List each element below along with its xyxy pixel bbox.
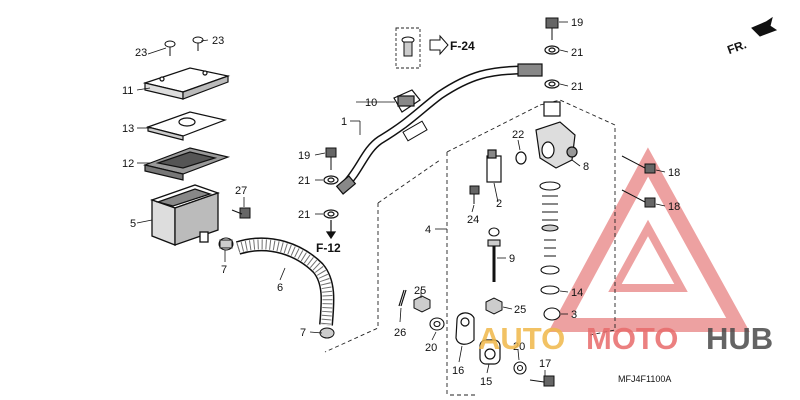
watermark-word-hub: HUB <box>706 321 773 356</box>
callout-3: 3 <box>571 309 577 321</box>
brake-hose <box>341 65 526 189</box>
washer-21-left-bottom <box>323 209 339 219</box>
bolt-18-top <box>621 155 656 174</box>
bolt-17 <box>529 375 555 387</box>
reservoir-cap <box>142 67 231 100</box>
washer-20-left <box>429 317 445 331</box>
reservoir-hose <box>235 237 335 326</box>
reservoir-body <box>150 184 220 246</box>
callout-23-right: 23 <box>212 35 224 47</box>
banjo-fitting-left <box>335 175 357 195</box>
callout-22: 22 <box>512 129 524 141</box>
callout-4: 4 <box>425 224 431 236</box>
screw-23-left <box>164 40 176 56</box>
watermark-word-auto: AUTO <box>478 321 565 356</box>
callout-26: 26 <box>394 327 406 339</box>
callout-7-top: 7 <box>221 264 227 276</box>
callout-16: 16 <box>452 365 464 377</box>
boot-14 <box>540 285 560 295</box>
callout-6: 6 <box>277 282 283 294</box>
screw-23-right <box>192 36 204 51</box>
bolt-18-bottom <box>621 189 656 208</box>
callout-5: 5 <box>130 218 136 230</box>
callout-9: 9 <box>509 253 515 265</box>
callout-20-right: 20 <box>513 341 525 353</box>
screw-24 <box>469 185 480 204</box>
callout-13: 13 <box>122 123 134 135</box>
reservoir-diaphragm <box>142 147 231 181</box>
assembly-outline <box>324 27 616 396</box>
clevis-16 <box>455 312 475 345</box>
clevis-15 <box>479 339 501 365</box>
hose-sleeve <box>402 120 428 142</box>
ref-f24: F-24 <box>450 39 475 53</box>
f24-screw <box>401 36 415 57</box>
nut-25-right <box>485 297 503 315</box>
callout-10: 10 <box>365 97 377 109</box>
callout-19-left: 19 <box>298 150 310 162</box>
watermark-word-moto: MOTO <box>586 321 678 356</box>
joint-2 <box>486 149 502 183</box>
callout-11: 11 <box>122 85 133 97</box>
watermark-logo: AUTO MOTO HUB <box>478 321 773 356</box>
cotter-pin-26 <box>398 289 407 307</box>
circlip-3 <box>543 307 561 321</box>
callout-25-right: 25 <box>514 304 526 316</box>
washer-21-right-bottom <box>544 79 560 89</box>
bolt-27 <box>231 207 251 219</box>
leader-lines <box>136 21 666 376</box>
callout-20-left: 20 <box>425 342 437 354</box>
callout-27: 27 <box>235 185 247 197</box>
callout-1: 1 <box>341 116 347 128</box>
callout-18-bottom: 18 <box>668 201 680 213</box>
callout-23-left: 23 <box>135 47 147 59</box>
piston-spring <box>539 181 561 275</box>
reservoir-plate <box>145 111 228 141</box>
banjo-fitting-right <box>517 63 543 77</box>
nut-25-left <box>413 295 431 313</box>
callout-8: 8 <box>583 161 589 173</box>
callout-25-left: 25 <box>414 285 426 297</box>
front-direction-arrow-icon <box>751 16 778 37</box>
callout-7-bottom: 7 <box>300 327 306 339</box>
washer-21-right-top <box>544 45 560 55</box>
callout-2: 2 <box>496 198 502 210</box>
f12-arrow <box>325 220 337 240</box>
callout-14: 14 <box>571 287 583 299</box>
callout-15: 15 <box>480 376 492 388</box>
callout-21-right-top: 21 <box>571 47 583 59</box>
callout-21-left-top: 21 <box>298 175 310 187</box>
callout-21-left-bottom: 21 <box>298 209 310 221</box>
callout-21-right-bottom: 21 <box>571 81 583 93</box>
callout-19-right: 19 <box>571 17 583 29</box>
front-label: FR. <box>725 37 748 57</box>
master-cylinder-body <box>535 101 578 169</box>
ref-f12: F-12 <box>316 241 341 255</box>
watermark-triangle <box>548 147 750 332</box>
callout-12: 12 <box>122 158 134 170</box>
bolt-19-right <box>545 17 559 40</box>
hose-clamp <box>393 89 421 113</box>
washer-20-right <box>513 361 527 375</box>
diagram-code: MFJ4F1100A <box>618 374 671 384</box>
bolt-19-left <box>325 147 337 170</box>
callout-17: 17 <box>539 358 551 370</box>
callout-numbers: 23 23 11 13 12 5 27 7 6 7 1 10 19 21 21 … <box>122 17 748 388</box>
callout-24: 24 <box>467 214 479 226</box>
f24-arrow <box>429 34 449 56</box>
callout-18-top: 18 <box>668 167 680 179</box>
washer-21-left-top <box>323 175 339 185</box>
o-ring-22 <box>515 151 527 165</box>
pushrod-9 <box>487 227 501 282</box>
clip-7-bottom <box>319 327 335 339</box>
clip-7-top <box>218 237 234 251</box>
